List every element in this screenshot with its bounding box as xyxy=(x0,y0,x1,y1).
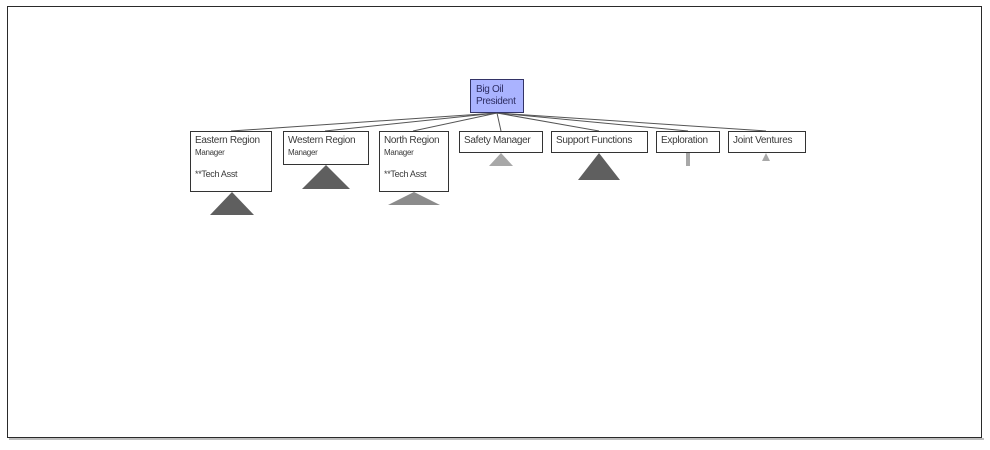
node-north-name: North Region xyxy=(384,135,440,146)
connector-eastern xyxy=(230,112,498,132)
node-western-role: Manager xyxy=(288,148,318,157)
root-title: Big Oil xyxy=(476,84,504,95)
root-subtitle: President xyxy=(476,96,516,107)
node-north-region[interactable]: North Region Manager **Tech Asst xyxy=(379,131,449,192)
node-safety-name: Safety Manager xyxy=(464,135,531,146)
root-node-big-oil[interactable]: Big Oil President xyxy=(470,79,524,113)
collapse-marker-exploration[interactable] xyxy=(686,153,690,166)
node-eastern-extra: **Tech Asst xyxy=(195,169,238,179)
connector-north xyxy=(412,112,498,132)
node-exploration-name: Exploration xyxy=(661,135,708,146)
triangle-icon[interactable] xyxy=(762,153,770,161)
triangle-icon[interactable] xyxy=(388,192,440,205)
node-eastern-name: Eastern Region xyxy=(195,135,260,146)
node-eastern-region[interactable]: Eastern Region Manager **Tech Asst xyxy=(190,131,272,192)
node-safety-manager[interactable]: Safety Manager xyxy=(459,131,543,153)
connector-exploration xyxy=(496,112,689,132)
connector-safety xyxy=(496,112,502,132)
node-joint-ventures[interactable]: Joint Ventures xyxy=(728,131,806,153)
node-joint-name: Joint Ventures xyxy=(733,135,793,146)
chart-canvas xyxy=(7,6,982,438)
node-eastern-role: Manager xyxy=(195,148,225,157)
node-north-role: Manager xyxy=(384,148,414,157)
connector-support xyxy=(496,112,600,132)
triangle-icon[interactable] xyxy=(210,192,254,215)
node-support-functions[interactable]: Support Functions xyxy=(551,131,648,153)
node-western-name: Western Region xyxy=(288,135,356,146)
node-support-name: Support Functions xyxy=(556,135,633,146)
triangle-icon[interactable] xyxy=(489,153,513,166)
node-western-region[interactable]: Western Region Manager xyxy=(283,131,369,165)
connector-joint xyxy=(496,112,767,132)
triangle-icon[interactable] xyxy=(302,165,350,189)
connector-western xyxy=(324,112,498,132)
node-north-extra: **Tech Asst xyxy=(384,169,427,179)
triangle-icon[interactable] xyxy=(578,153,620,180)
node-exploration[interactable]: Exploration xyxy=(656,131,720,153)
canvas-shadow xyxy=(9,438,984,440)
